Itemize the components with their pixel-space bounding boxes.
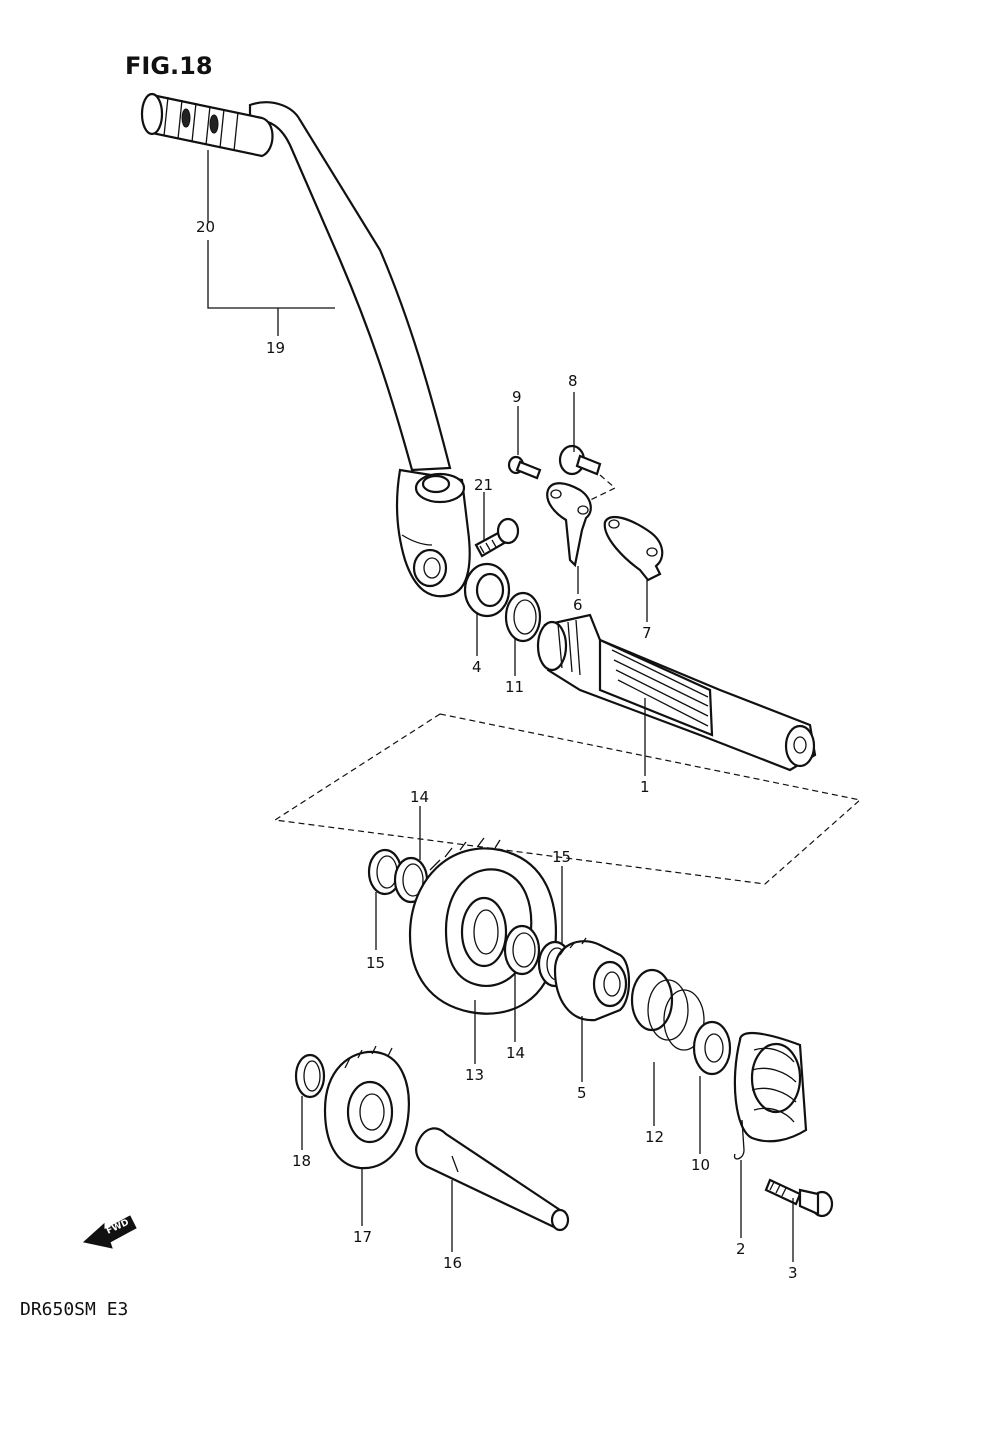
- callout-11: 11: [505, 678, 524, 696]
- kick-starter-shaft: [536, 613, 817, 772]
- figure-title: FIG.18: [125, 52, 213, 80]
- callout-3: 3: [788, 1264, 798, 1282]
- callout-21: 21: [474, 476, 493, 494]
- callout-15-left: 15: [366, 954, 385, 972]
- circlip-18: [294, 1053, 326, 1099]
- leader-lines: [207, 150, 794, 1262]
- callout-1: 1: [640, 778, 650, 796]
- callout-9: 9: [512, 388, 522, 406]
- kick-starter-spring: [733, 1031, 808, 1160]
- callout-19: 19: [266, 339, 285, 357]
- callout-12: 12: [645, 1128, 664, 1146]
- guide-plate-7: [603, 515, 664, 582]
- guide-plate-6: [546, 482, 592, 568]
- callout-14-left: 14: [410, 788, 429, 806]
- callout-5: 5: [577, 1084, 587, 1102]
- kick-starter-lever: [248, 101, 471, 598]
- guide-screw: [507, 455, 542, 480]
- callout-16: 16: [443, 1254, 462, 1272]
- washer-14-right: [503, 924, 541, 976]
- kick-drive-gear: [408, 837, 557, 1015]
- oil-seal: [463, 562, 511, 618]
- model-code: DR650SM E3: [20, 1299, 128, 1320]
- callout-4: 4: [472, 658, 482, 676]
- kick-lever-grip: [140, 92, 274, 158]
- spring-stopper-bolt: [764, 1178, 834, 1218]
- callout-7: 7: [642, 624, 652, 642]
- fwd-arrow-icon: FWD: [82, 1215, 137, 1249]
- callout-15-right: 15: [552, 848, 571, 866]
- spring-guide-10: [692, 1020, 732, 1076]
- callouts: 1 2 3 4 5 6 7 8 9 10 11 12 13 14 14 15 1…: [196, 218, 798, 1282]
- callout-13: 13: [465, 1066, 484, 1084]
- callout-2: 2: [736, 1240, 746, 1258]
- idle-gear-shaft: [415, 1127, 570, 1232]
- callout-20: 20: [196, 218, 215, 236]
- kick-idle-gear: [323, 1045, 410, 1170]
- callout-10: 10: [691, 1156, 710, 1174]
- callout-8: 8: [568, 372, 578, 390]
- callout-17: 17: [353, 1228, 372, 1246]
- kick-starter-ratchet: [553, 937, 630, 1022]
- lever-clamp-bolt: [474, 517, 520, 558]
- spring-12: [630, 968, 705, 1051]
- callout-18: 18: [292, 1152, 311, 1170]
- washer-11: [504, 591, 542, 643]
- callout-14-right: 14: [506, 1044, 525, 1062]
- callout-6: 6: [573, 596, 583, 614]
- guide-bolt: [558, 444, 602, 476]
